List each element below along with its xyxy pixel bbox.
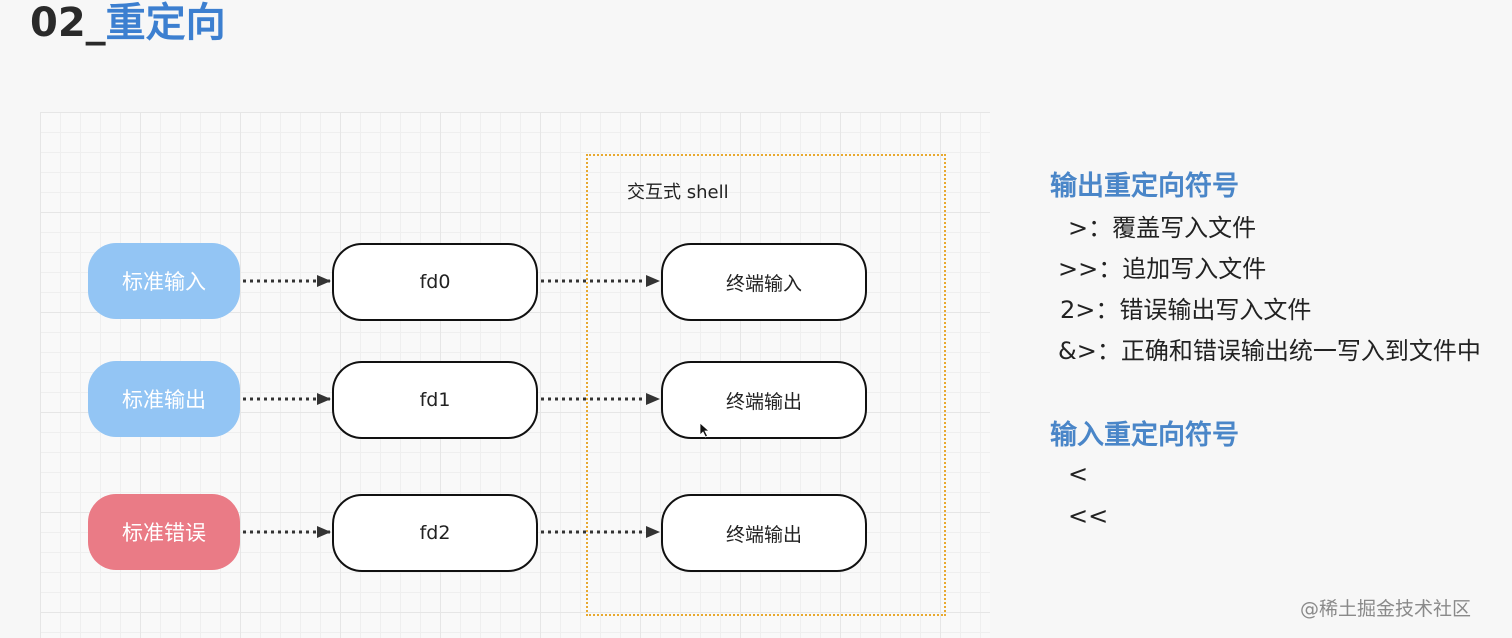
output-desc: 覆盖写入文件 (1112, 214, 1257, 242)
output-item-append: >>：追加写入文件 (1058, 249, 1266, 284)
shell-boundary (586, 154, 946, 616)
fd-node-1: fd1 (332, 361, 538, 439)
terminal-node-output: 终端输出 (661, 361, 867, 439)
output-symbol: >>： (1058, 255, 1123, 283)
output-symbol: >： (1068, 214, 1113, 242)
fd-node-0: fd0 (332, 243, 538, 321)
output-item-stderr: 2>：错误输出写入文件 (1060, 290, 1311, 325)
output-redirect-title: 输出重定向符号 (1050, 171, 1239, 202)
title-number: 02_ (30, 0, 106, 46)
output-symbol: 2>： (1060, 296, 1120, 324)
title-text: 重定向 (105, 0, 226, 46)
output-desc: 错误输出写入文件 (1119, 296, 1312, 324)
output-desc: 正确和错误输出统一写入到文件中 (1120, 337, 1481, 365)
fd-node-2: fd2 (332, 494, 538, 572)
input-item-heredoc: << (1068, 502, 1109, 530)
input-redirect-title: 输入重定向符号 (1050, 420, 1239, 451)
output-symbol: &>： (1058, 337, 1121, 365)
page-title: 02_重定向 (30, 0, 226, 52)
watermark: @稀土掘金技术社区 (1300, 598, 1472, 620)
output-item-both: &>：正确和错误输出统一写入到文件中 (1058, 331, 1481, 366)
terminal-node-error-output: 终端输出 (661, 494, 867, 572)
source-stderr: 标准错误 (88, 494, 240, 570)
output-desc: 追加写入文件 (1122, 255, 1267, 283)
terminal-node-input: 终端输入 (661, 243, 867, 321)
output-item-overwrite: >：覆盖写入文件 (1068, 208, 1256, 243)
shell-label: 交互式 shell (627, 182, 729, 203)
input-item-file: < (1068, 460, 1089, 488)
source-stdin: 标准输入 (88, 243, 240, 319)
source-stdout: 标准输出 (88, 361, 240, 437)
mouse-cursor-icon (699, 422, 711, 438)
